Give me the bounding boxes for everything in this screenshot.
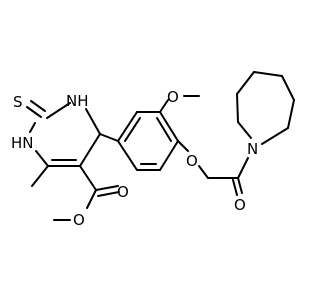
molecule-structure: S NH HN O O N O O O: [11, 71, 295, 229]
bond-azepane-c5-c6: [287, 99, 295, 129]
bond-o-ether-ch2: [198, 165, 209, 179]
bond-azepane-c4-c5: [281, 75, 295, 101]
atom-label-n-azepane: N: [247, 140, 258, 158]
bond-azepane-c1-c2: [236, 93, 239, 123]
atom-label-o-ester-carbonyl: O: [117, 183, 129, 201]
bond-c2-s-double: [30, 100, 46, 112]
atom-label-hn-bottom: HN: [11, 134, 34, 152]
bond-n3-c2: [29, 122, 36, 133]
atom-label-layer: S NH HN O O N O O O: [11, 88, 258, 229]
atom-label-o-amide: O: [234, 196, 246, 214]
bond-carbonyl-c-n: [237, 157, 249, 179]
bond-n1-c4: [85, 108, 101, 135]
bond-ar1-ar2: [117, 111, 138, 142]
atom-label-nh-top: NH: [66, 92, 89, 110]
bond-ester-c-o-double-a: [95, 185, 119, 191]
bond-ar4-ar5: [159, 140, 179, 171]
bond-c4-aryl: [99, 133, 119, 142]
bond-ar6-ar1: [117, 140, 138, 171]
bond-c6-methyl: [31, 165, 49, 187]
bond-ester-c-o: [86, 189, 97, 209]
structure-canvas: S NH HN O O N O O O: [11, 71, 295, 229]
atom-label-o-ether: O: [186, 152, 198, 170]
bond-c5-ester-c: [79, 165, 97, 191]
bond-ar3-ar4: [159, 111, 179, 142]
atom-label-o-methoxy: O: [167, 88, 179, 106]
bond-ar3-o-methoxy: [159, 99, 169, 113]
bond-ar3-ar4-inner: [156, 117, 172, 142]
bond-ar1-ar2-inner: [124, 117, 141, 142]
bond-azepane-c2-c3: [236, 71, 255, 95]
bond-c2-n1: [46, 102, 71, 119]
bond-ar4-o-ether: [177, 140, 189, 152]
bond-c4-c5: [79, 133, 101, 167]
bond-ester-c-o-double-b: [97, 191, 120, 197]
bond-c2-s: [26, 106, 42, 118]
bond-azepane-c6-n: [261, 127, 289, 145]
bond-azepane-n-c1: [237, 121, 252, 139]
bond-c6-n3: [35, 150, 49, 167]
bond-layer: [26, 71, 295, 221]
bond-carbonyl-c-o-a: [237, 177, 243, 194]
bond-azepane-c3-c4: [253, 71, 283, 77]
atom-label-o-ester: O: [73, 211, 85, 229]
atom-label-s: S: [13, 93, 23, 111]
bond-carbonyl-c-o-b: [232, 179, 238, 196]
